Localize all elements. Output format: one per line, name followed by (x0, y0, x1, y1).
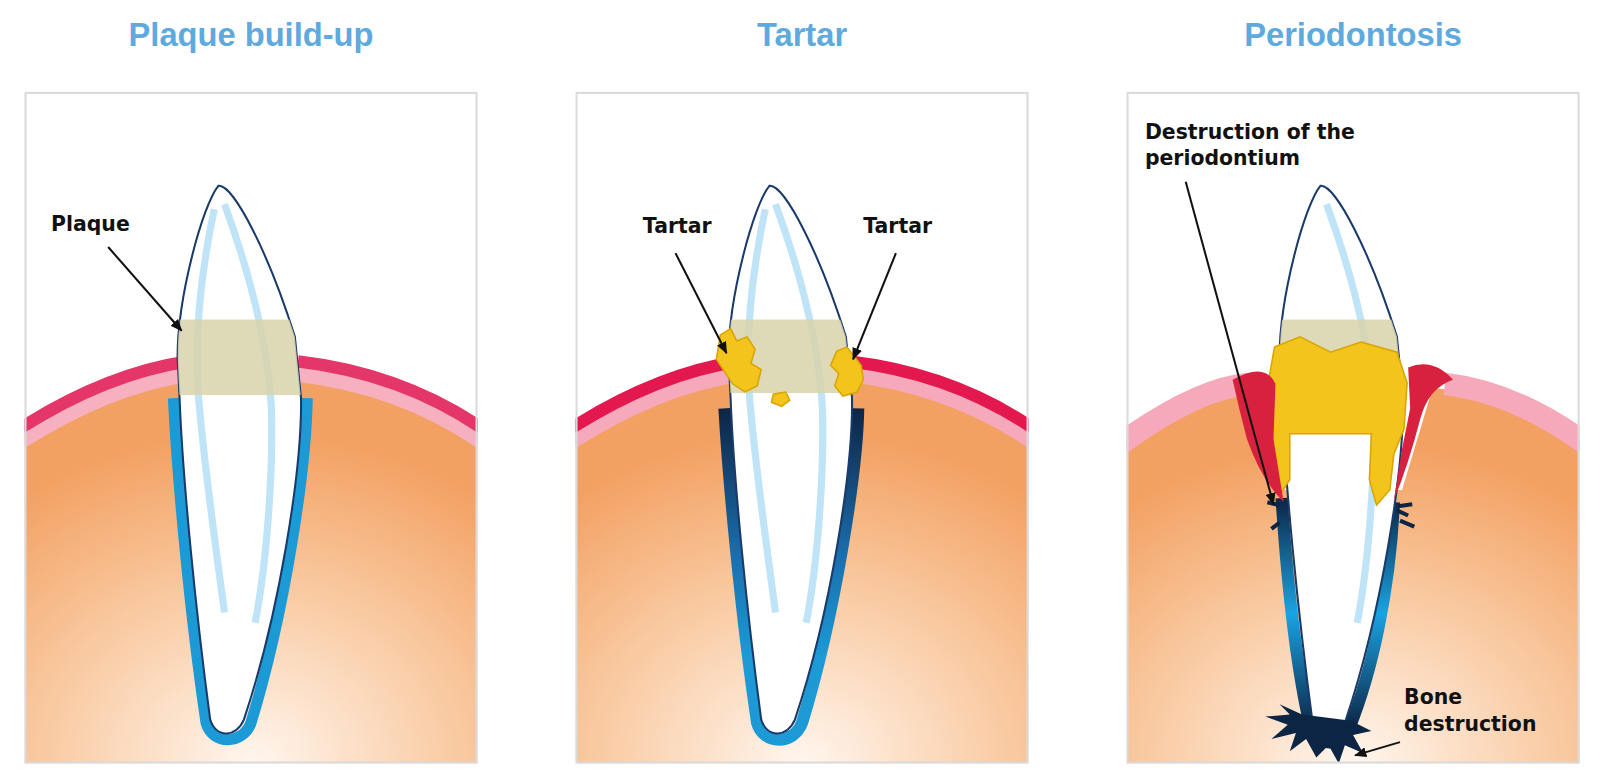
pulp-line (776, 204, 823, 623)
panel-ground (576, 92, 1029, 764)
tartar (771, 392, 789, 406)
panel-ground (1127, 92, 1580, 764)
tartar (831, 347, 864, 396)
panel-box: Periodontosis (1127, 92, 1580, 764)
callout-label: Destruction of the periodontium (1145, 118, 1380, 171)
panel-box: Tartar (576, 92, 1029, 764)
callout-label: Bone destruction (1404, 684, 1557, 737)
panel-heading: Periodontosis (1088, 14, 1600, 55)
gum (1445, 384, 1580, 443)
tooth (178, 186, 302, 734)
panel-heading: Tartar (537, 14, 1068, 55)
swollen-gum (1233, 371, 1284, 502)
callout-label: Tartar (863, 212, 985, 239)
panel-tartar (570, 92, 1033, 764)
swollen-gum (1394, 364, 1453, 500)
plaque (167, 320, 310, 396)
callout-label: Plaque (51, 210, 173, 237)
panel-plaque (19, 92, 482, 764)
panel-ground (24, 92, 477, 764)
leader-line (1355, 742, 1400, 755)
callout-label: Tartar (643, 212, 765, 239)
tartar (716, 329, 761, 392)
gum (1127, 384, 1249, 443)
leader-line (676, 253, 727, 353)
panel-periodontosis (1121, 92, 1584, 764)
panel-heading: Plaque build-up (0, 14, 516, 55)
pulp-line (197, 209, 224, 612)
leader-line (853, 253, 896, 359)
tartar (1267, 337, 1407, 505)
pulp-line (224, 204, 271, 623)
leader-line (1186, 182, 1274, 505)
tooth (729, 186, 853, 734)
panel-box: Plaque build-up (24, 92, 477, 764)
leader-line (108, 247, 181, 331)
pulp-line (748, 209, 775, 612)
